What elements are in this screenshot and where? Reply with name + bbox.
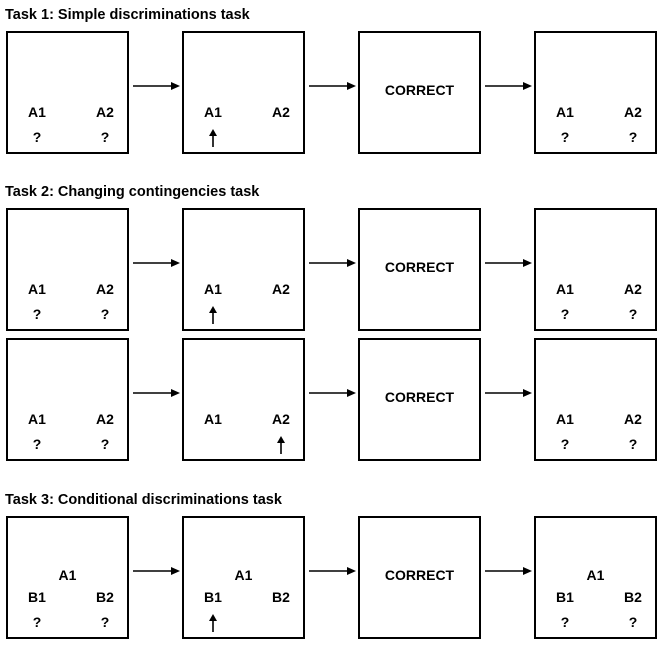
left-stimulus: A1 — [28, 411, 46, 427]
left-question-mark: ? — [560, 614, 570, 630]
transition-arrow-icon — [133, 82, 180, 90]
right-question-mark: ? — [100, 306, 110, 322]
choice-screen: A1 A2?? — [6, 31, 129, 154]
left-stimulus: A1 — [204, 281, 222, 297]
correct-feedback-label: CORRECT — [384, 389, 455, 405]
right-question-mark: ? — [100, 614, 110, 630]
transition-arrow-icon — [309, 82, 356, 90]
right-stimulus: A2 — [96, 281, 114, 297]
right-stimulus: A2 — [624, 411, 642, 427]
left-stimulus: A1 — [204, 104, 222, 120]
choice-screen: A1 A2?? — [534, 31, 657, 154]
transition-arrow-icon — [485, 567, 532, 575]
choice-screen: A1 A2 — [182, 31, 305, 154]
feedback-screen: CORRECT — [358, 31, 481, 154]
right-question-mark: ? — [628, 306, 638, 322]
transition-arrow-icon — [309, 259, 356, 267]
right-stimulus: A2 — [272, 281, 290, 297]
right-stimulus: B2 — [272, 589, 290, 605]
right-stimulus: A2 — [96, 411, 114, 427]
right-question-mark: ? — [628, 436, 638, 452]
task-title: Task 2: Changing contingencies task — [5, 184, 260, 200]
transition-arrow-icon — [133, 389, 180, 397]
sample-stimulus: A1 — [234, 567, 253, 583]
task-title: Task 1: Simple discriminations task — [5, 7, 250, 23]
left-stimulus: B1 — [28, 589, 46, 605]
choice-screen: A1 A2?? — [6, 338, 129, 461]
response-arrow-icon — [209, 614, 217, 632]
feedback-screen: CORRECT — [358, 338, 481, 461]
transition-arrow-icon — [133, 259, 180, 267]
right-question-mark: ? — [100, 129, 110, 145]
right-stimulus: A2 — [96, 104, 114, 120]
left-question-mark: ? — [560, 306, 570, 322]
left-stimulus: A1 — [556, 281, 574, 297]
choice-screen: A1 A2 — [182, 208, 305, 331]
transition-arrow-icon — [485, 82, 532, 90]
choice-screen: A1 A2?? — [534, 338, 657, 461]
left-stimulus: A1 — [204, 411, 222, 427]
response-arrow-icon — [277, 436, 285, 454]
left-stimulus: A1 — [28, 281, 46, 297]
right-question-mark: ? — [628, 614, 638, 630]
right-stimulus: B2 — [624, 589, 642, 605]
right-stimulus: A2 — [272, 411, 290, 427]
transition-arrow-icon — [133, 567, 180, 575]
correct-feedback-label: CORRECT — [384, 567, 455, 583]
right-question-mark: ? — [628, 129, 638, 145]
transition-arrow-icon — [309, 567, 356, 575]
left-stimulus: B1 — [204, 589, 222, 605]
left-question-mark: ? — [32, 129, 42, 145]
response-arrow-icon — [209, 306, 217, 324]
left-stimulus: A1 — [28, 104, 46, 120]
correct-feedback-label: CORRECT — [384, 259, 455, 275]
transition-arrow-icon — [485, 259, 532, 267]
correct-feedback-label: CORRECT — [384, 82, 455, 98]
feedback-screen: CORRECT — [358, 516, 481, 639]
left-question-mark: ? — [32, 306, 42, 322]
left-stimulus: B1 — [556, 589, 574, 605]
sample-stimulus: A1 — [58, 567, 77, 583]
right-stimulus: A2 — [624, 104, 642, 120]
right-stimulus: A2 — [624, 281, 642, 297]
left-stimulus: A1 — [556, 104, 574, 120]
sample-stimulus: A1 — [586, 567, 605, 583]
right-stimulus: A2 — [272, 104, 290, 120]
left-question-mark: ? — [560, 436, 570, 452]
left-stimulus: A1 — [556, 411, 574, 427]
task-title: Task 3: Conditional discriminations task — [5, 492, 282, 508]
choice-screen: A1 A2 — [182, 338, 305, 461]
right-question-mark: ? — [100, 436, 110, 452]
response-arrow-icon — [209, 129, 217, 147]
transition-arrow-icon — [485, 389, 532, 397]
choice-screen: A1 A2?? — [6, 208, 129, 331]
choice-screen: A1 A2?? — [534, 208, 657, 331]
left-question-mark: ? — [32, 614, 42, 630]
feedback-screen: CORRECT — [358, 208, 481, 331]
left-question-mark: ? — [32, 436, 42, 452]
left-question-mark: ? — [560, 129, 570, 145]
transition-arrow-icon — [309, 389, 356, 397]
right-stimulus: B2 — [96, 589, 114, 605]
